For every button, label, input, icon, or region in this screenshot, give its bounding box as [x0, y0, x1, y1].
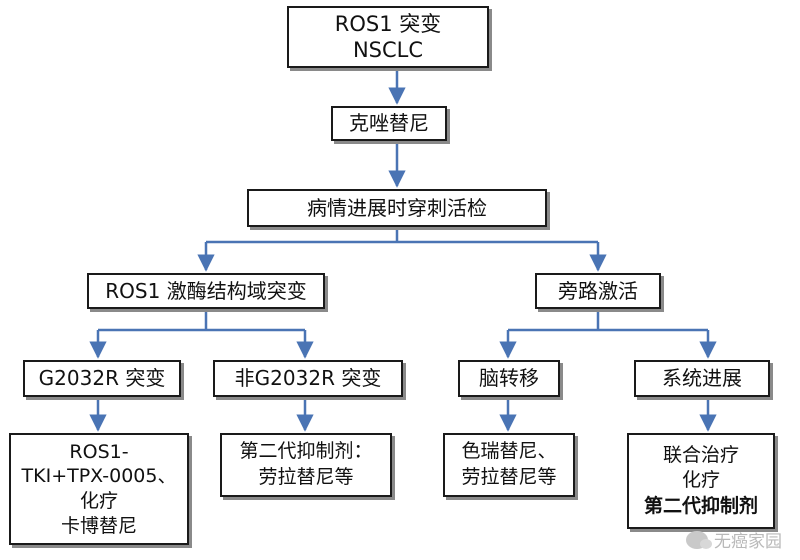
node-kinase-domain-mutation: ROS1 激酶结构域突变 — [87, 273, 325, 309]
node-line: 化疗 — [79, 490, 118, 512]
node-line: ROS1 突变 — [334, 11, 442, 36]
wechat-icon — [686, 530, 712, 549]
node-ros1-nsclc: ROS1 突变 NSCLC — [287, 6, 489, 68]
node-line: 克唑替尼 — [349, 111, 429, 135]
watermark: 无癌家园 — [686, 527, 782, 552]
node-line: 第二代抑制剂： — [239, 440, 373, 463]
node-line: ROS1 激酶结构域突变 — [105, 278, 307, 303]
node-line: 化疗 — [681, 469, 720, 492]
node-line: 旁路激活 — [558, 278, 638, 303]
node-treatment-brain-metastasis: 色瑞替尼、 劳拉替尼等 — [443, 433, 575, 497]
node-line: 色瑞替尼、 — [461, 440, 557, 463]
node-bypass-activation: 旁路激活 — [535, 273, 661, 309]
node-brain-metastasis: 脑转移 — [458, 360, 560, 397]
node-line: 系统进展 — [662, 366, 742, 390]
node-line: 非G2032R 突变 — [234, 366, 382, 390]
node-crizotinib: 克唑替尼 — [331, 106, 447, 141]
node-treatment-non-g2032r: 第二代抑制剂： 劳拉替尼等 — [220, 433, 392, 497]
node-line: 第二代抑制剂 — [643, 494, 758, 517]
node-line: 联合治疗 — [662, 443, 739, 466]
node-line: 劳拉替尼等 — [258, 466, 354, 488]
node-non-g2032r-mutation: 非G2032R 突变 — [213, 360, 403, 397]
node-line: G2032R 突变 — [38, 366, 166, 390]
node-line: ROS1- — [69, 440, 129, 463]
node-systemic-progression: 系统进展 — [634, 360, 770, 397]
node-line: TKI+TPX-0005、 — [21, 465, 177, 488]
node-g2032r-mutation: G2032R 突变 — [23, 360, 181, 397]
node-line: 脑转移 — [479, 366, 539, 390]
node-line: 劳拉替尼等 — [461, 466, 557, 488]
watermark-text: 无癌家园 — [714, 532, 782, 552]
node-line: 卡博替尼 — [60, 514, 137, 537]
node-treatment-g2032r: ROS1- TKI+TPX-0005、 化疗 卡博替尼 — [9, 433, 189, 545]
node-biopsy-at-progression: 病情进展时穿刺活检 — [247, 189, 547, 227]
node-treatment-systemic: 联合治疗 化疗 第二代抑制剂 — [627, 433, 775, 529]
node-line: NSCLC — [352, 38, 424, 62]
node-line: 病情进展时穿刺活检 — [307, 195, 487, 220]
